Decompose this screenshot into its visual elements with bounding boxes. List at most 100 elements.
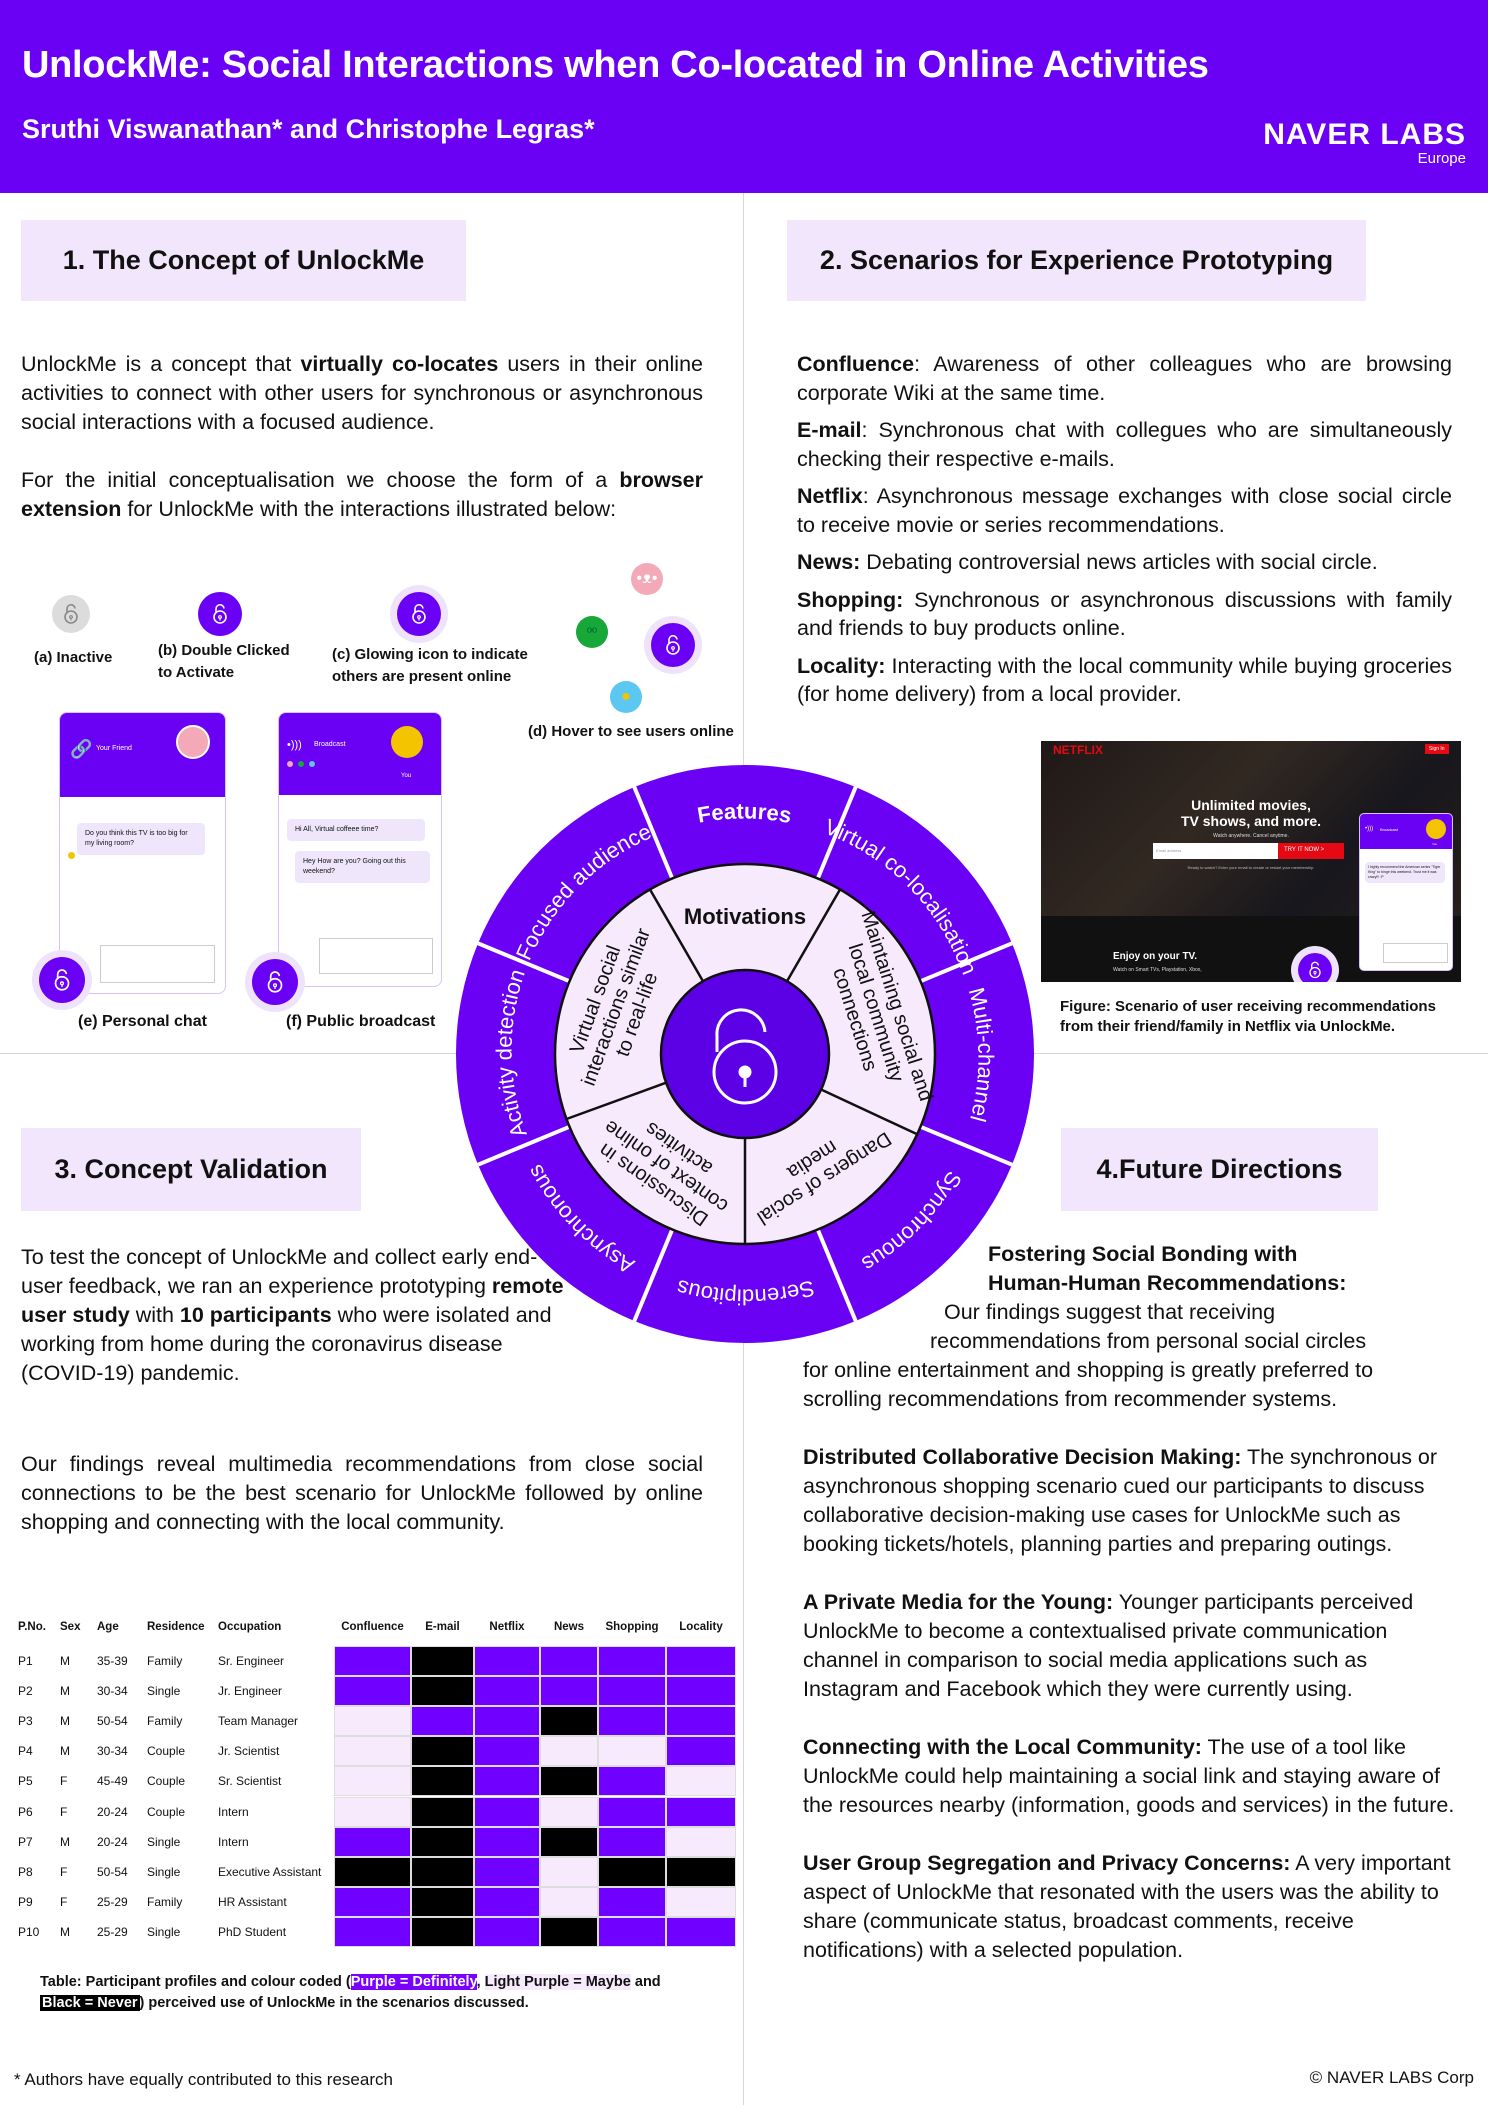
item-label: Connecting with the Local Community: (803, 1735, 1202, 1759)
text: UnlockMe is a concept that (21, 352, 301, 376)
cell-age: 25-29 (97, 1924, 128, 1939)
wheel-center (659, 968, 831, 1140)
scenario-list: Confluence: Awareness of other colleague… (797, 350, 1452, 718)
cell-occ: Executive Assistant (218, 1864, 322, 1879)
rabbit-avatar-icon[interactable]: •ᴥ• (631, 563, 663, 595)
response-cell-never (540, 1826, 598, 1857)
future-item: User Group Segregation and Privacy Conce… (803, 1849, 1463, 1965)
scenario-header: Confluence (341, 1621, 404, 1633)
text-line: scrolling recommendations from recommend… (803, 1387, 1338, 1411)
chat-title: Your Friend (96, 745, 132, 752)
response-cell-definitely (474, 1826, 540, 1857)
cell-age: 45-49 (97, 1774, 128, 1789)
scenario-header: News (553, 1621, 585, 1633)
cell-age: 50-54 (97, 1864, 128, 1879)
email-input[interactable]: Email address (1153, 843, 1278, 859)
hover-lock-icon[interactable] (651, 623, 695, 667)
cell-id: P2 (18, 1684, 33, 1699)
scenario-text: Debating controversial news articles wit… (860, 550, 1378, 574)
scenario-confluence: Confluence: Awareness of other colleague… (797, 350, 1452, 407)
chick-avatar-icon[interactable]: ● (610, 681, 642, 713)
lock-icon[interactable] (252, 959, 298, 1005)
response-cell-maybe (540, 1886, 598, 1917)
footnote: * Authors have equally contributed to th… (14, 2070, 393, 2089)
response-cell-definitely (334, 1916, 411, 1947)
cell-res: Couple (147, 1804, 186, 1819)
sign-in-button[interactable]: Sign In (1425, 744, 1449, 754)
cell-sex: F (60, 1894, 68, 1909)
extension-paragraph: For the initial conceptualisation we cho… (21, 466, 703, 524)
col-header: Occupation (218, 1621, 282, 1633)
text: To test the concept of UnlockMe and coll… (21, 1245, 538, 1298)
message-input[interactable] (100, 945, 215, 983)
cell-age: 35-39 (97, 1654, 128, 1668)
logo-subtext: Europe (1417, 150, 1466, 167)
try-it-now-button[interactable]: TRY IT NOW > (1278, 843, 1344, 859)
table-caption: Table: Participant profiles and colour c… (40, 1972, 730, 2014)
response-cell-never (411, 1856, 474, 1887)
tagline: Watch anywhere. Cancel anytime. (1213, 833, 1289, 839)
message-input[interactable] (319, 938, 433, 974)
netflix-logo: NETFLIX (1053, 743, 1103, 757)
response-cell-definitely (334, 1676, 411, 1707)
response-cell-maybe (334, 1706, 411, 1737)
response-cell-never (540, 1916, 598, 1947)
col-header: Age (97, 1621, 119, 1633)
sender-dot (68, 852, 75, 859)
scenario-text: : Awareness of other colleagues who are … (797, 352, 1452, 405)
cell-age: 30-34 (97, 1684, 128, 1699)
lock-icon[interactable] (39, 957, 85, 1003)
section-2-heading: 2. Scenarios for Experience Prototyping (787, 220, 1366, 301)
cell-sex: F (60, 1804, 68, 1819)
response-cell-definitely (598, 1796, 666, 1827)
response-cell-never (411, 1736, 474, 1767)
panel-title: Broadcast (1380, 827, 1399, 832)
col-header: Residence (147, 1621, 205, 1633)
response-cell-maybe (598, 1736, 666, 1767)
response-cell-definitely (666, 1796, 736, 1827)
cell-age: 50-54 (97, 1714, 128, 1729)
response-cell-definitely (598, 1886, 666, 1917)
future-item: Distributed Collaborative Decision Makin… (803, 1443, 1463, 1559)
cell-sex: M (60, 1654, 70, 1668)
scenario-text: : Asynchronous message exchanges with cl… (797, 484, 1452, 537)
response-cell-maybe (334, 1766, 411, 1797)
response-cell-definitely (598, 1706, 666, 1737)
cell-res: Single (147, 1864, 181, 1879)
cell-age: 20-24 (97, 1804, 128, 1819)
text: ) perceived use of UnlockMe in the scena… (139, 1995, 529, 2011)
response-cell-maybe (540, 1856, 598, 1887)
response-cell-maybe (334, 1796, 411, 1827)
caption-line: from their friend/family in Netflix via … (1060, 1018, 1396, 1035)
cell-id: P1 (18, 1654, 33, 1668)
poster-header: UnlockMe: Social Interactions when Co-lo… (0, 0, 1488, 193)
legend-never: Black = Never (40, 1995, 140, 2011)
chat-message: Hey How are you? Going out this weekend? (295, 851, 430, 883)
frog-avatar-icon[interactable]: ºº (576, 616, 608, 648)
feature-label-features: Features (695, 798, 793, 828)
panel-input[interactable] (1383, 943, 1448, 963)
figure-caption: Figure: Scenario of user receiving recom… (1060, 997, 1436, 1037)
lock-icon[interactable] (1298, 953, 1332, 982)
paragraph-title: Human-Human Recommendations: (988, 1271, 1347, 1295)
future-item: A Private Media for the Young: Younger p… (803, 1588, 1463, 1704)
response-cell-definitely (474, 1886, 540, 1917)
cell-res: Family (147, 1714, 183, 1729)
caption-line: to Activate (158, 664, 235, 681)
section-1-heading: 1. The Concept of UnlockMe (21, 220, 466, 301)
response-cell-never (334, 1856, 411, 1887)
item-label: A Private Media for the Young: (803, 1590, 1114, 1614)
enjoy-tv-title: Enjoy on your TV. (1113, 951, 1198, 962)
response-cell-definitely (598, 1766, 666, 1797)
caption-public-broadcast: (f) Public broadcast (286, 1013, 436, 1030)
glowing-lock-icon[interactable] (397, 592, 441, 636)
response-cell-never (411, 1796, 474, 1827)
response-cell-definitely (666, 1916, 736, 1947)
item-text: The synchronous or asynchronous shopping… (803, 1445, 1438, 1556)
scenario-netflix: Netflix: Asynchronous message exchanges … (797, 482, 1452, 539)
cell-id: P7 (18, 1834, 33, 1849)
chat-message: Do you think this TV is too big for my l… (77, 823, 205, 855)
inactive-lock-icon[interactable] (52, 595, 90, 633)
active-lock-icon[interactable] (198, 592, 242, 636)
